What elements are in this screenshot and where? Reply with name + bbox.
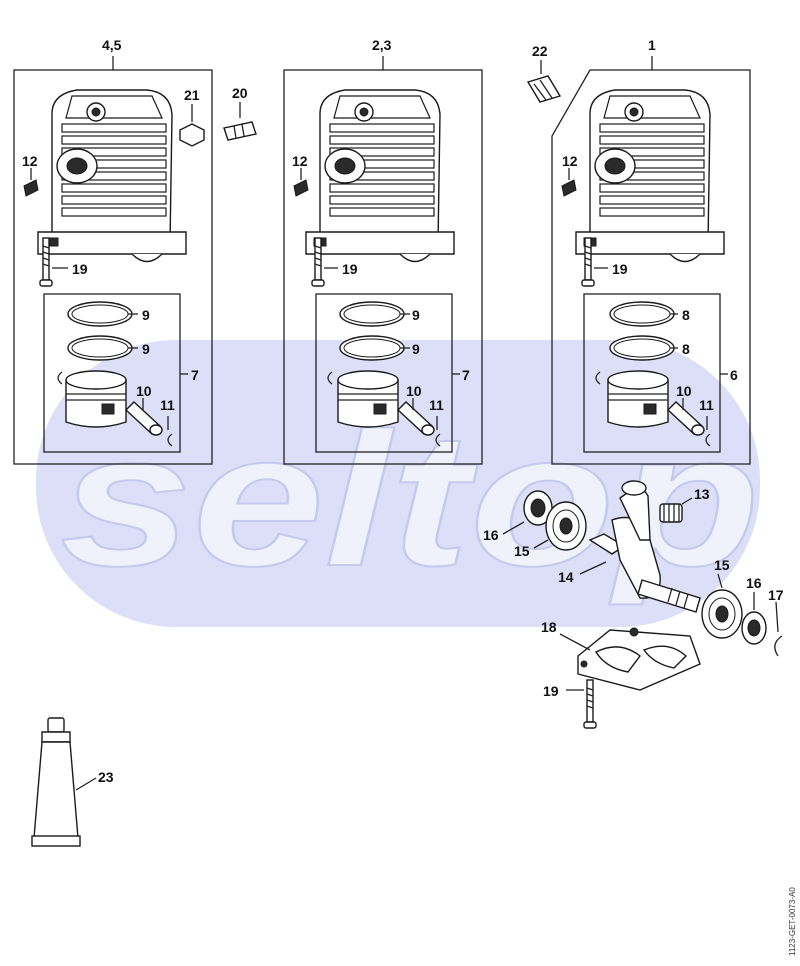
seal-left-label: 16 bbox=[483, 527, 499, 543]
clip-icon bbox=[705, 433, 711, 447]
piston-kit-frame bbox=[315, 293, 453, 453]
seal-right-icon bbox=[741, 611, 767, 645]
cylinder-group-1: 1 12 19 6 8 8 10 11 bbox=[551, 37, 751, 465]
seal-right-label: 16 bbox=[746, 575, 762, 591]
valve-icon bbox=[526, 75, 562, 103]
pin-label: 10 bbox=[406, 383, 422, 399]
screw-label: 12 bbox=[562, 153, 578, 169]
valve-icon bbox=[223, 121, 257, 141]
piston-ring-icon bbox=[67, 335, 133, 361]
clip-label: 11 bbox=[429, 397, 444, 413]
piston-ring-icon bbox=[67, 301, 133, 327]
bolt-icon bbox=[583, 679, 597, 729]
bolt-label: 19 bbox=[612, 261, 628, 277]
ring-label-2: 9 bbox=[412, 341, 420, 357]
group-frame bbox=[551, 69, 751, 465]
ring-label-1: 8 bbox=[682, 307, 690, 323]
crankcase-bottom: 18 19 bbox=[541, 619, 701, 729]
cylinder-group-2-3: 2,3 12 19 7 9 9 10 11 bbox=[283, 37, 483, 465]
screw-icon bbox=[293, 179, 309, 197]
piston-icon bbox=[337, 370, 399, 428]
clip-label: 11 bbox=[160, 397, 175, 413]
bolt-label: 19 bbox=[72, 261, 88, 277]
clip-icon bbox=[167, 433, 173, 447]
plug-21: 21 bbox=[179, 87, 205, 147]
crankcase-bottom-icon bbox=[577, 629, 701, 691]
crankcase-bottom-label: 18 bbox=[541, 619, 557, 635]
piston-icon bbox=[607, 370, 669, 428]
piston-ring-icon bbox=[609, 335, 675, 361]
seal-left-icon bbox=[523, 490, 553, 526]
piston-kit-frame bbox=[583, 293, 721, 453]
cylinder-icon bbox=[575, 89, 725, 263]
clip-label: 11 bbox=[699, 397, 714, 413]
cylinder-icon bbox=[37, 89, 187, 263]
document-code: 1123-GET-0073-A0 bbox=[788, 887, 797, 956]
crankshaft-assembly: 16 15 14 13 bbox=[483, 480, 784, 657]
clip-icon bbox=[327, 371, 333, 385]
piston-ring-icon bbox=[339, 301, 405, 327]
bolt-label: 19 bbox=[342, 261, 358, 277]
screw-label: 12 bbox=[292, 153, 308, 169]
valve-22-label: 22 bbox=[532, 43, 548, 59]
pin-label: 10 bbox=[676, 383, 692, 399]
crankshaft-label: 14 bbox=[558, 569, 574, 585]
piston-ring-icon bbox=[339, 335, 405, 361]
piston-kit-label: 6 bbox=[730, 367, 738, 383]
cylinder-group-4-5: 4,5 12 19 7 9 9 10 11 bbox=[13, 37, 213, 465]
group-title: 4,5 bbox=[102, 37, 122, 53]
ring-label-1: 9 bbox=[142, 307, 150, 323]
watermark-band bbox=[36, 340, 760, 627]
ring-label-2: 8 bbox=[682, 341, 690, 357]
crankshaft-icon bbox=[588, 480, 701, 613]
circlip-label: 17 bbox=[768, 587, 784, 603]
group-title: 1 bbox=[648, 37, 656, 53]
clip-icon bbox=[57, 371, 63, 385]
bearing-right-icon bbox=[701, 589, 743, 639]
ring-label-2: 9 bbox=[142, 341, 150, 357]
bearing-right-label: 15 bbox=[714, 557, 730, 573]
clip-icon bbox=[595, 371, 601, 385]
needle-bearing-label: 13 bbox=[694, 486, 710, 502]
valve-20-label: 20 bbox=[232, 85, 248, 101]
pin-label: 10 bbox=[136, 383, 152, 399]
piston-kit-label: 7 bbox=[191, 367, 199, 383]
bearing-left-icon bbox=[545, 501, 587, 551]
piston-kit-frame bbox=[43, 293, 181, 453]
circlip-icon bbox=[774, 635, 783, 657]
ring-label-1: 9 bbox=[412, 307, 420, 323]
screw-label: 12 bbox=[22, 153, 38, 169]
cylinder-icon bbox=[305, 89, 455, 263]
bearing-left-label: 15 bbox=[514, 543, 530, 559]
screw-icon bbox=[561, 179, 577, 197]
needle-bearing-icon bbox=[659, 503, 683, 523]
tube-icon bbox=[31, 717, 81, 847]
sealant-tube-label: 23 bbox=[98, 769, 114, 785]
plug-21-label: 21 bbox=[184, 87, 200, 103]
screw-icon bbox=[23, 179, 39, 197]
piston-kit-label: 7 bbox=[462, 367, 470, 383]
sealant-tube: 23 bbox=[31, 717, 114, 847]
group-title: 2,3 bbox=[372, 37, 392, 53]
crankcase-bolt-label: 19 bbox=[543, 683, 559, 699]
piston-icon bbox=[65, 370, 127, 428]
piston-ring-icon bbox=[609, 301, 675, 327]
clip-icon bbox=[435, 433, 441, 447]
plug-icon bbox=[179, 123, 205, 147]
valve-20: 20 bbox=[223, 85, 257, 141]
valve-22: 22 bbox=[526, 43, 562, 103]
